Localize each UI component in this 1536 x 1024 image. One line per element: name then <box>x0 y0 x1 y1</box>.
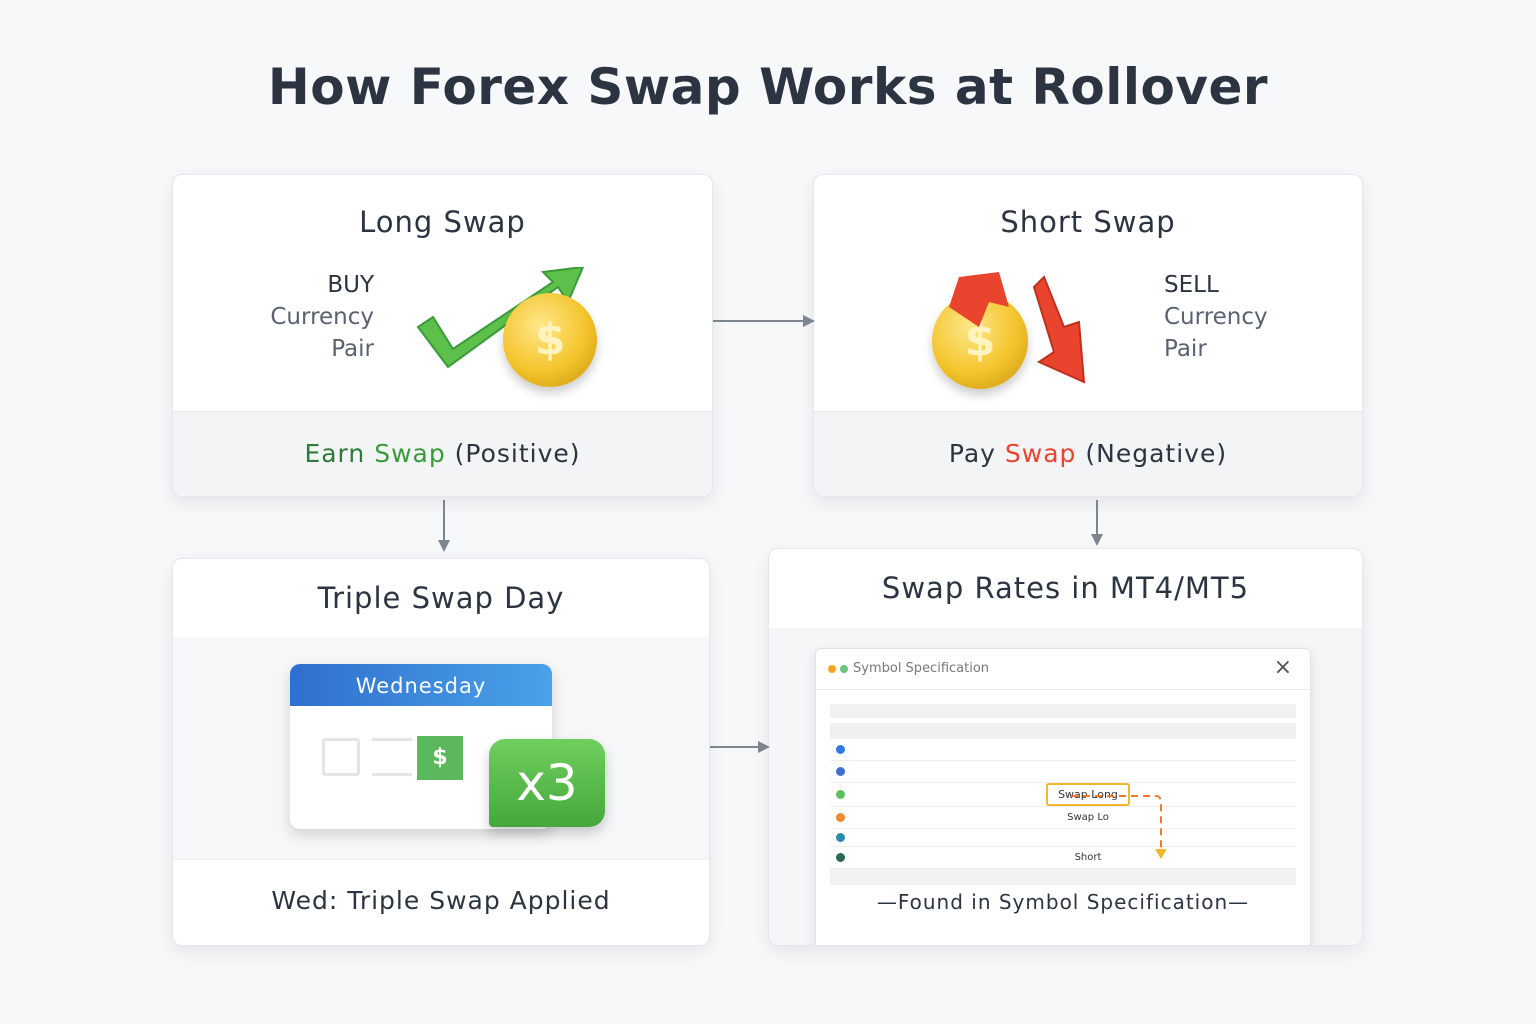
long-swap-footer: Earn Swap (Positive) <box>173 411 712 496</box>
long-swap-heading: Long Swap <box>359 205 526 239</box>
connector-arrow <box>443 500 445 542</box>
table-row <box>830 739 1296 761</box>
short-swap-footer: Pay Swap (Negative) <box>814 411 1362 496</box>
short-swap-card: Short Swap $ SELL Currency Pair Pay Swap… <box>813 174 1363 497</box>
connector-arrow <box>710 746 760 748</box>
connector-arrow <box>1096 500 1098 536</box>
red-arrow-icon <box>949 272 1086 384</box>
long-swap-card: Long Swap BUY Currency Pair $ Earn Swap … <box>172 174 713 497</box>
table-row <box>830 829 1296 847</box>
mt-heading: Swap Rates in MT4/MT5 <box>881 571 1250 605</box>
connector-arrow <box>713 320 805 322</box>
table-row: Short <box>830 847 1296 869</box>
swap-long-highlight[interactable]: Swap Long <box>1046 783 1130 806</box>
close-icon[interactable]: × <box>1273 655 1292 680</box>
dashed-arrow-icon <box>1071 795 1166 859</box>
triple-swap-card: Triple Swap Day Wednesday $ x3 Wed: Trip… <box>172 558 710 946</box>
table-row: Swap Lo <box>830 807 1296 829</box>
window-title: Symbol Specification <box>853 661 990 676</box>
triple-swap-footer: Wed: Triple Swap Applied <box>173 859 709 945</box>
symbol-specification-window: Symbol Specification × Swap Long Swap Lo… <box>815 648 1311 945</box>
table-row <box>830 761 1296 783</box>
dollar-tile: $ <box>417 736 463 780</box>
page-title: How Forex Swap Works at Rollover <box>267 58 1269 116</box>
caption: —Found in Symbol Specification— <box>830 885 1296 919</box>
short-swap-heading: Short Swap <box>1000 205 1176 239</box>
table-row: Swap Long <box>830 783 1296 807</box>
dollar-coin-icon: $ <box>503 293 597 387</box>
sell-label: SELL Currency Pair <box>1164 272 1268 362</box>
multiplier-badge: x3 <box>489 739 605 827</box>
mt-card: Swap Rates in MT4/MT5 Symbol Specificati… <box>768 548 1363 946</box>
triple-swap-heading: Triple Swap Day <box>317 581 565 615</box>
up-arrow-icon <box>416 267 585 369</box>
calendar-day: Wednesday <box>290 664 552 706</box>
buy-label: BUY Currency Pair <box>270 272 374 362</box>
